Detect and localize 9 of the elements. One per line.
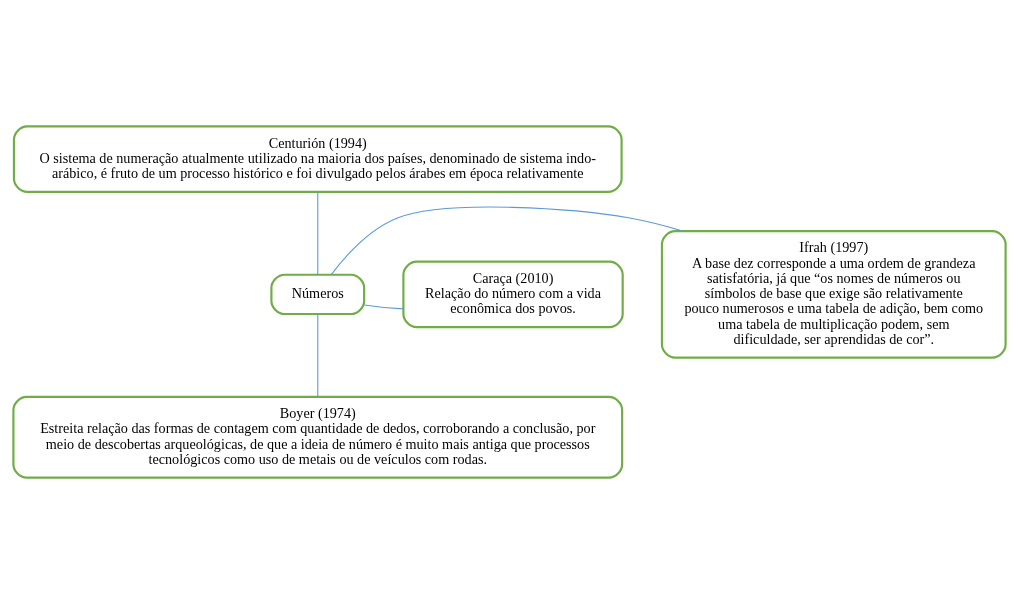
node-box: Ifrah (1997) A base dez corresponde a uma ordem de grandeza satisfatória, já que “os nomes de números ou símbolos de base que exige são relativamente pouco numerosos e uma tabela de adição, bem como uma tabela de multiplicação podem, sem dificuldade, ser aprendidas de cor”. [660, 229, 1007, 359]
node-box: Boyer (1974) Estreita relação das formas de contagem com quantidade de dedos, corroborando a conclusão, por meio de descobertas arqueológicas, de que a ideia de número é muito mais antiga que processos tecnológicos como uso de metais ou de veículos com rodas. [11, 395, 623, 479]
node-box: Números [269, 273, 365, 315]
node-box: Centurión (1994) O sistema de numeração atualmente utilizado na maioria dos países, denominado de sistema indo-arábico, é fruto de um processo histórico e foi divulgado pelos árabes em época relativamente [12, 124, 623, 193]
connector [363, 304, 404, 309]
connector [316, 313, 318, 397]
connector [330, 205, 683, 275]
node-box: Caraça (2010) Relação do número com a vida econômica dos povos. [401, 260, 624, 328]
connector [316, 191, 318, 275]
